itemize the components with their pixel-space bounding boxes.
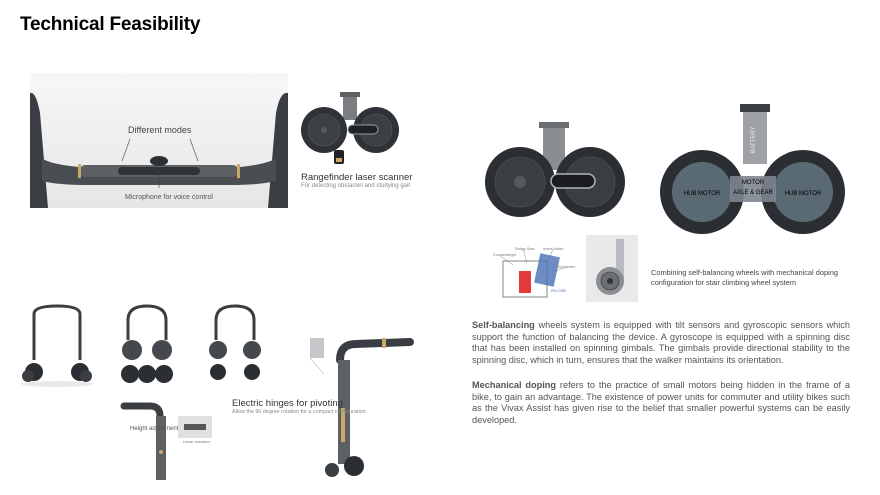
page-title: Technical Feasibility <box>20 14 201 35</box>
tool-centre-label: Tool Centre <box>557 265 576 269</box>
self-balancing-lead: Self-balancing <box>472 320 535 330</box>
self-balancing-paragraph: Self-balancing wheels system is equipped… <box>472 320 850 366</box>
stair-climbing-wheel-photo <box>586 235 638 302</box>
self-balancing-body: wheels system is equipped with tilt sens… <box>472 320 850 365</box>
rangefinder-title: Rangefinder laser scanner <box>301 172 413 183</box>
battery-label: BATTERY <box>751 126 757 153</box>
rangefinder-caption: For detecting obstacles and studying gai… <box>301 183 411 189</box>
linear-actuator-photo <box>178 416 212 438</box>
walker-compact <box>209 304 261 380</box>
self-balancing-wheels-illustration <box>485 122 625 217</box>
stair-caption: Combining self-balancing wheels with mec… <box>651 268 838 287</box>
actuator-label: Linear actuators <box>183 440 211 444</box>
insert-holder-label: Insert Holder <box>543 247 564 251</box>
mechanism-diagram: Counterweight Rotary Gear Insert Holder … <box>493 245 578 300</box>
handlebar-image: Different modes Microphone for voice con… <box>30 73 288 208</box>
counterweight-label: Counterweight <box>493 253 517 257</box>
pivot-title: Electric hinges for pivoting <box>232 398 343 409</box>
handlebar-illustration <box>30 73 288 208</box>
mic-label: Microphone for voice control <box>125 194 213 201</box>
cutaway-wheels-illustration: BATTERY MOTOR AXLE & GEAR HUB MOTOR HUB … <box>660 104 845 234</box>
motor-label: MOTOR <box>742 180 765 186</box>
rangefinder-wheels-illustration <box>301 92 399 164</box>
axle-gear-label: AXLE & GEAR <box>733 190 773 196</box>
walker-open <box>21 304 93 387</box>
mechanical-doping-lead: Mechanical doping <box>472 380 557 390</box>
mechanical-doping-body: refers to the practice of small motors b… <box>472 380 850 425</box>
side-view-walker-illustration <box>309 338 414 477</box>
height-label: Height adjustment <box>130 426 179 432</box>
walker-mid <box>121 304 173 383</box>
modes-label: Different modes <box>128 125 192 135</box>
hub-motor-left-label: HUB MOTOR <box>684 191 721 197</box>
pin-disk-label: PIN DISK <box>551 289 567 293</box>
hub-motor-right-label: HUB MOTOR <box>785 191 822 197</box>
rotary-gear-label: Rotary Gear <box>515 247 535 251</box>
mechanical-doping-paragraph: Mechanical doping refers to the practice… <box>472 380 850 426</box>
pivot-caption: Allow the 90 degree rotation for a compa… <box>232 409 366 415</box>
pivoting-walkers-illustration <box>20 300 270 392</box>
height-adjustment-illustration <box>120 402 166 480</box>
